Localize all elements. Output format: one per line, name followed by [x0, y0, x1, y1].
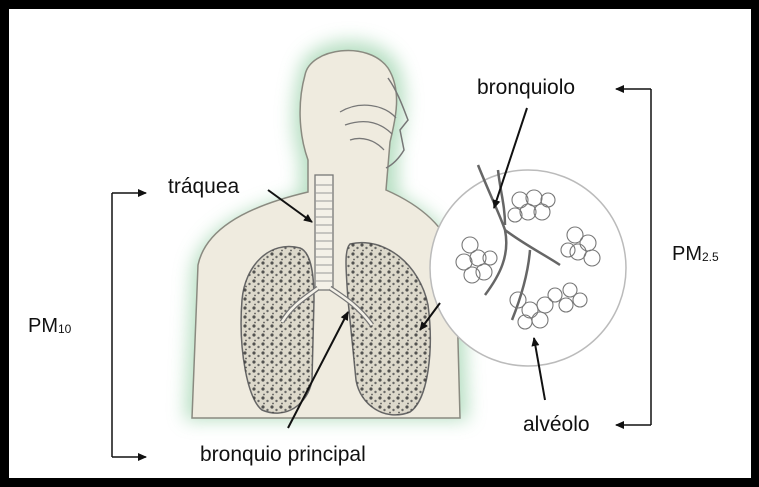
bronquio-principal-label: bronquio principal	[200, 444, 366, 465]
pm25-label: PM2.5	[672, 244, 719, 264]
bronquiolo-label: bronquiolo	[477, 77, 575, 98]
pm25-subscript: 2.5	[702, 250, 719, 264]
alveoli-magnifier	[430, 165, 626, 366]
pm10-prefix: PM	[28, 315, 58, 337]
pm10-bracket	[112, 193, 146, 457]
left-lung	[241, 247, 314, 414]
pm10-label: PM10	[28, 316, 71, 336]
pm25-prefix: PM	[672, 243, 702, 265]
alveolo-label: alvéolo	[523, 414, 590, 435]
traquea-label: tráquea	[168, 176, 239, 197]
pm10-subscript: 10	[58, 322, 71, 336]
